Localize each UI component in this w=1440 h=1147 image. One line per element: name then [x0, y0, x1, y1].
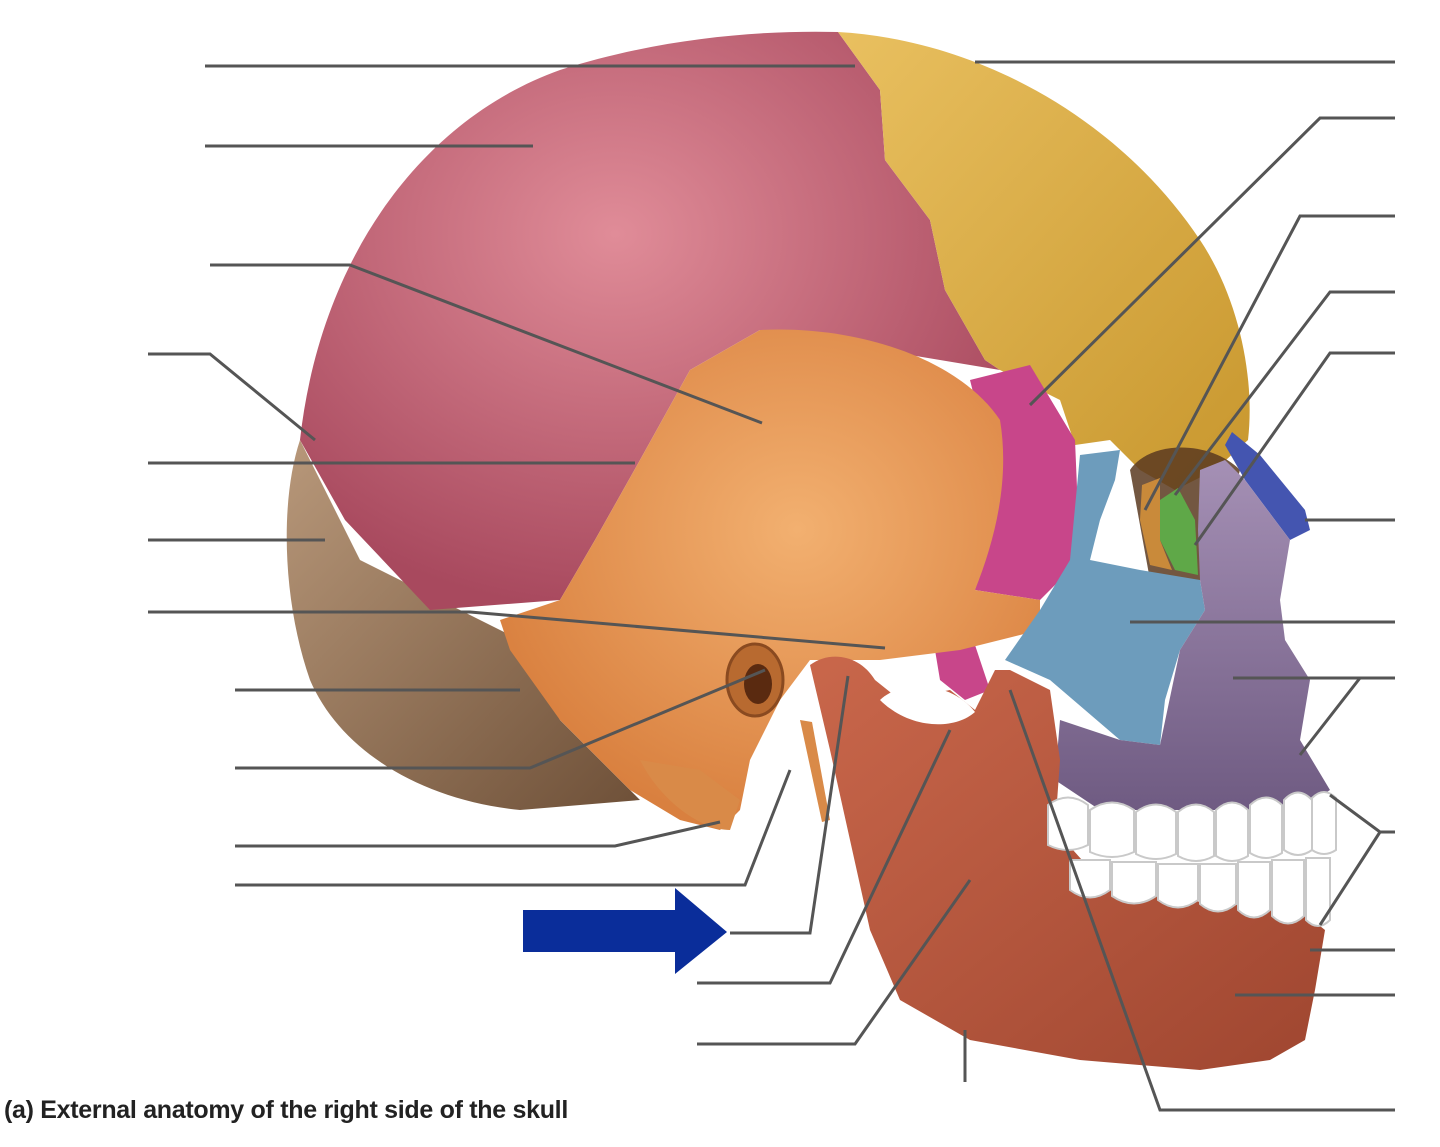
styloid-process: [800, 720, 830, 822]
arrow-right-icon: [523, 888, 727, 974]
leader-line: [1300, 678, 1395, 755]
figure-caption: (a) External anatomy of the right side o…: [4, 1096, 568, 1125]
leader-line: [235, 822, 720, 846]
leader-line: [1330, 795, 1395, 832]
external-acoustic-meatus-inner: [744, 664, 772, 704]
leader-line: [148, 354, 315, 440]
